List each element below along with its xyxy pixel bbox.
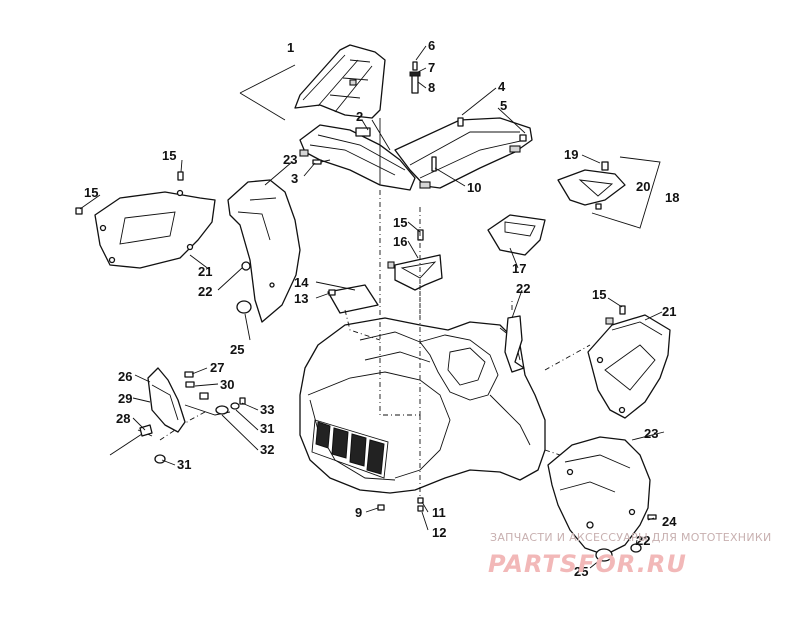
callout-13: 13 xyxy=(294,291,308,306)
callout-22-right: 22 xyxy=(636,533,650,548)
left-side-panel xyxy=(94,189,216,269)
callout-18: 18 xyxy=(665,190,679,205)
left-inner-fender xyxy=(227,179,301,323)
callout-32: 32 xyxy=(260,442,274,457)
callout-22-left: 22 xyxy=(198,284,212,299)
grommet-25-left xyxy=(236,300,252,314)
callout-12: 12 xyxy=(432,525,446,540)
callout-7: 7 xyxy=(428,60,435,75)
callout-25-right: 25 xyxy=(574,564,588,579)
callout-17: 17 xyxy=(512,261,526,276)
callout-labels: 1 2 3 4 5 6 7 8 9 10 11 12 13 14 15 15 1… xyxy=(84,38,679,579)
callout-6: 6 xyxy=(428,38,435,53)
cover-19 xyxy=(557,161,626,210)
callout-31-a: 31 xyxy=(260,421,274,436)
clip-22-center xyxy=(504,315,525,373)
hardware-bolts xyxy=(312,61,527,172)
callout-2: 2 xyxy=(356,109,363,124)
callout-26: 26 xyxy=(118,369,132,384)
callout-22-center: 22 xyxy=(516,281,530,296)
callout-14: 14 xyxy=(294,275,309,290)
callout-4: 4 xyxy=(498,79,506,94)
front-body xyxy=(299,317,546,494)
watermark-subtitle: ЗАПЧАСТИ И АКСЕССУАРЫ ДЛЯ МОТОТЕХНИКИ xyxy=(490,531,772,544)
callout-8: 8 xyxy=(428,80,435,95)
bracket-16 xyxy=(387,229,443,291)
callout-15-a: 15 xyxy=(162,148,176,163)
callout-3: 3 xyxy=(291,171,298,186)
right-inner-fender xyxy=(547,436,657,556)
right-side-panel xyxy=(587,305,671,419)
callout-15-b: 15 xyxy=(84,185,98,200)
callout-11: 11 xyxy=(432,505,446,520)
callout-15-c: 15 xyxy=(393,215,407,230)
leader-1 xyxy=(239,64,296,121)
callout-19: 19 xyxy=(564,147,578,162)
callout-24: 24 xyxy=(662,514,677,529)
screw-15-left-b xyxy=(75,207,83,215)
callout-29: 29 xyxy=(118,391,132,406)
callout-10: 10 xyxy=(467,180,481,195)
callout-21-left: 21 xyxy=(198,264,212,279)
watermark: ЗАПЧАСТИ И АКСЕССУАРЫ ДЛЯ МОТОТЕХНИКИ PA… xyxy=(488,531,772,578)
access-panel xyxy=(327,284,379,314)
callout-9: 9 xyxy=(355,505,362,520)
callout-15-d: 15 xyxy=(592,287,606,302)
callout-23-right: 23 xyxy=(644,426,658,441)
callout-33: 33 xyxy=(260,402,274,417)
cover-17 xyxy=(487,214,546,256)
screw-15-left-a xyxy=(177,171,184,181)
leader-18 xyxy=(591,156,661,229)
callout-30: 30 xyxy=(220,377,234,392)
watermark-brand: PARTSFOR.RU xyxy=(488,550,687,578)
grommet-25-right xyxy=(595,548,613,562)
nut-12 xyxy=(417,505,424,512)
callout-28: 28 xyxy=(116,411,130,426)
bolt-11 xyxy=(417,497,424,504)
assembly-lines xyxy=(159,190,591,500)
callout-1: 1 xyxy=(287,40,294,55)
mud-flap-assembly xyxy=(109,367,246,464)
callout-31-b: 31 xyxy=(177,457,191,472)
leader-lines xyxy=(79,45,665,569)
callout-23-left: 23 xyxy=(283,152,297,167)
callout-20: 20 xyxy=(636,179,650,194)
nut-9 xyxy=(377,504,385,511)
callout-16: 16 xyxy=(393,234,407,249)
callout-25-left: 25 xyxy=(230,342,244,357)
callout-27: 27 xyxy=(210,360,224,375)
callout-5: 5 xyxy=(500,98,507,113)
callout-21-right: 21 xyxy=(662,304,676,319)
front-rack xyxy=(294,44,533,191)
